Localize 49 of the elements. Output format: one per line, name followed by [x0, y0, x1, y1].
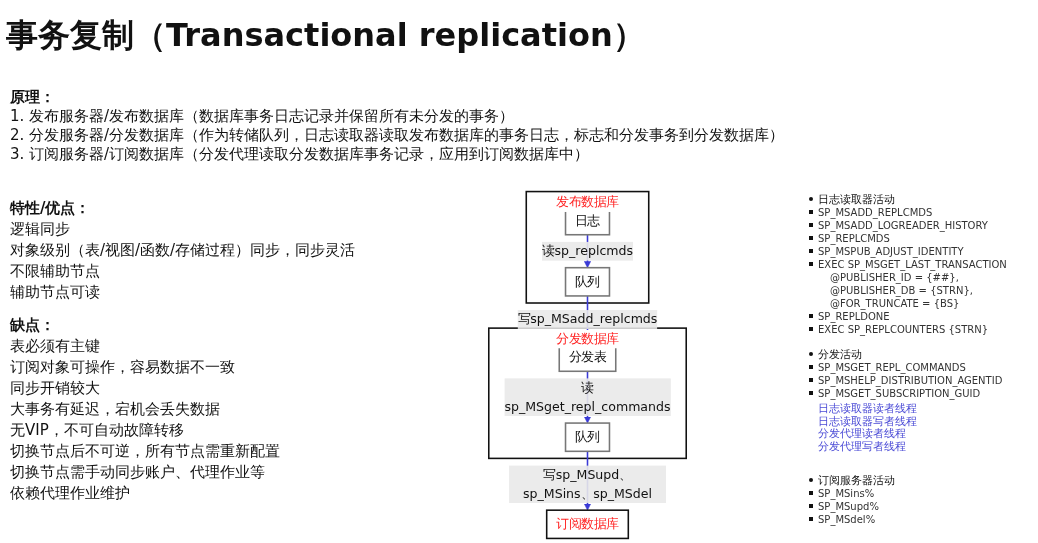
title: 事务复制（Transactional replication）	[6, 15, 645, 56]
list-item: 1. 发布服务器/发布数据库（数据库事务日志记录并保留所有未分发的事务）	[10, 107, 516, 126]
edge-label: 写sp_MSupd、sp_MSins、sp_MSdel	[523, 467, 652, 501]
thread-label: 日志读取器写者线程	[818, 414, 918, 427]
list-item: 2. 分发服务器/分发数据库（作为转储队列，日志读取器读取发布数据库的事务日志，标志和分发事务到分发数据库）	[10, 126, 786, 145]
edge-label: 读sp_replcmds	[541, 243, 634, 259]
list-item: 对象级别（表/视图/函数/存储过程）同步，同步灵活	[10, 240, 357, 261]
list-heading: 订阅服务器活动	[808, 474, 1038, 487]
list-item: 辅助节点可读	[10, 282, 101, 303]
list-item: SP_REPLDONE	[808, 310, 1038, 323]
list-item: SP_MSADD_REPLCMDS	[808, 206, 1038, 219]
list-heading: 日志读取器活动	[808, 193, 1038, 206]
section-heading: 缺点：	[10, 315, 56, 336]
node-box: 队列	[564, 266, 611, 297]
list-item: EXEC SP_MSGET_LAST_TRANSACTION	[808, 258, 1038, 271]
node-box: 队列	[564, 422, 611, 453]
list-item: SP_MSins%	[808, 487, 1038, 500]
list-item: 切换节点后不可逆，所有节点需重新配置	[10, 441, 281, 462]
list-item: 依赖代理作业维护	[10, 483, 131, 504]
parameter-line: @PUBLISHER_DB = {STRN},	[829, 284, 974, 297]
list-item: SP_MSHELP_DISTRIBUTION_AGENTID	[808, 374, 1038, 387]
list-item: 订阅对象可操作，容易数据不一致	[10, 357, 236, 378]
edge-label: 写sp_MSadd_replcmds	[517, 311, 658, 327]
list-heading: 分发活动	[808, 348, 1038, 361]
list-item: SP_MSGET_SUBSCRIPTION_GUID	[808, 387, 1038, 400]
list-item: EXEC SP_REPLCOUNTERS {STRN}	[808, 323, 1038, 336]
section-heading: 特性/优点：	[10, 198, 92, 219]
list-item: SP_MSdel%	[808, 513, 1038, 526]
list-item: 大事务有延迟，宕机会丢失数据	[10, 399, 221, 420]
section-heading: 原理：	[10, 88, 56, 107]
thread-label: 分发代理读者线程	[818, 427, 907, 440]
parameter-line: @FOR_TRUNCATE = {BS}	[829, 297, 961, 310]
list-item: SP_MSADD_LOGREADER_HISTORY	[808, 219, 1038, 232]
list-item: 逻辑同步	[10, 219, 71, 240]
edge-label: 读sp_MSget_repl_commands	[504, 379, 671, 414]
thread-label: 日志读取器读者线程	[818, 402, 918, 415]
list-item: SP_MSGET_REPL_COMMANDS	[808, 361, 1038, 374]
list-item: 3. 订阅服务器/订阅数据库（分发代理读取分发数据库事务记录，应用到订阅数据库中）	[10, 145, 591, 164]
thread-label: 分发代理写者线程	[818, 439, 907, 452]
list-item: 表必须有主键	[10, 336, 101, 357]
list-item: 同步开销较大	[10, 378, 101, 399]
list-item: 切换节点需手动同步账户、代理作业等	[10, 462, 266, 483]
node-box: 订阅数据库	[545, 509, 630, 540]
list-item: SP_REPLCMDS	[808, 232, 1038, 245]
list-item: SP_MSupd%	[808, 500, 1038, 513]
parameter-line: @PUBLISHER_ID = {##},	[829, 271, 960, 284]
list-item: 不限辅助节点	[10, 261, 101, 282]
list-item: SP_MSPUB_ADJUST_IDENTITY	[808, 245, 1038, 258]
list-item: 无VIP，不可自动故障转移	[10, 420, 185, 441]
